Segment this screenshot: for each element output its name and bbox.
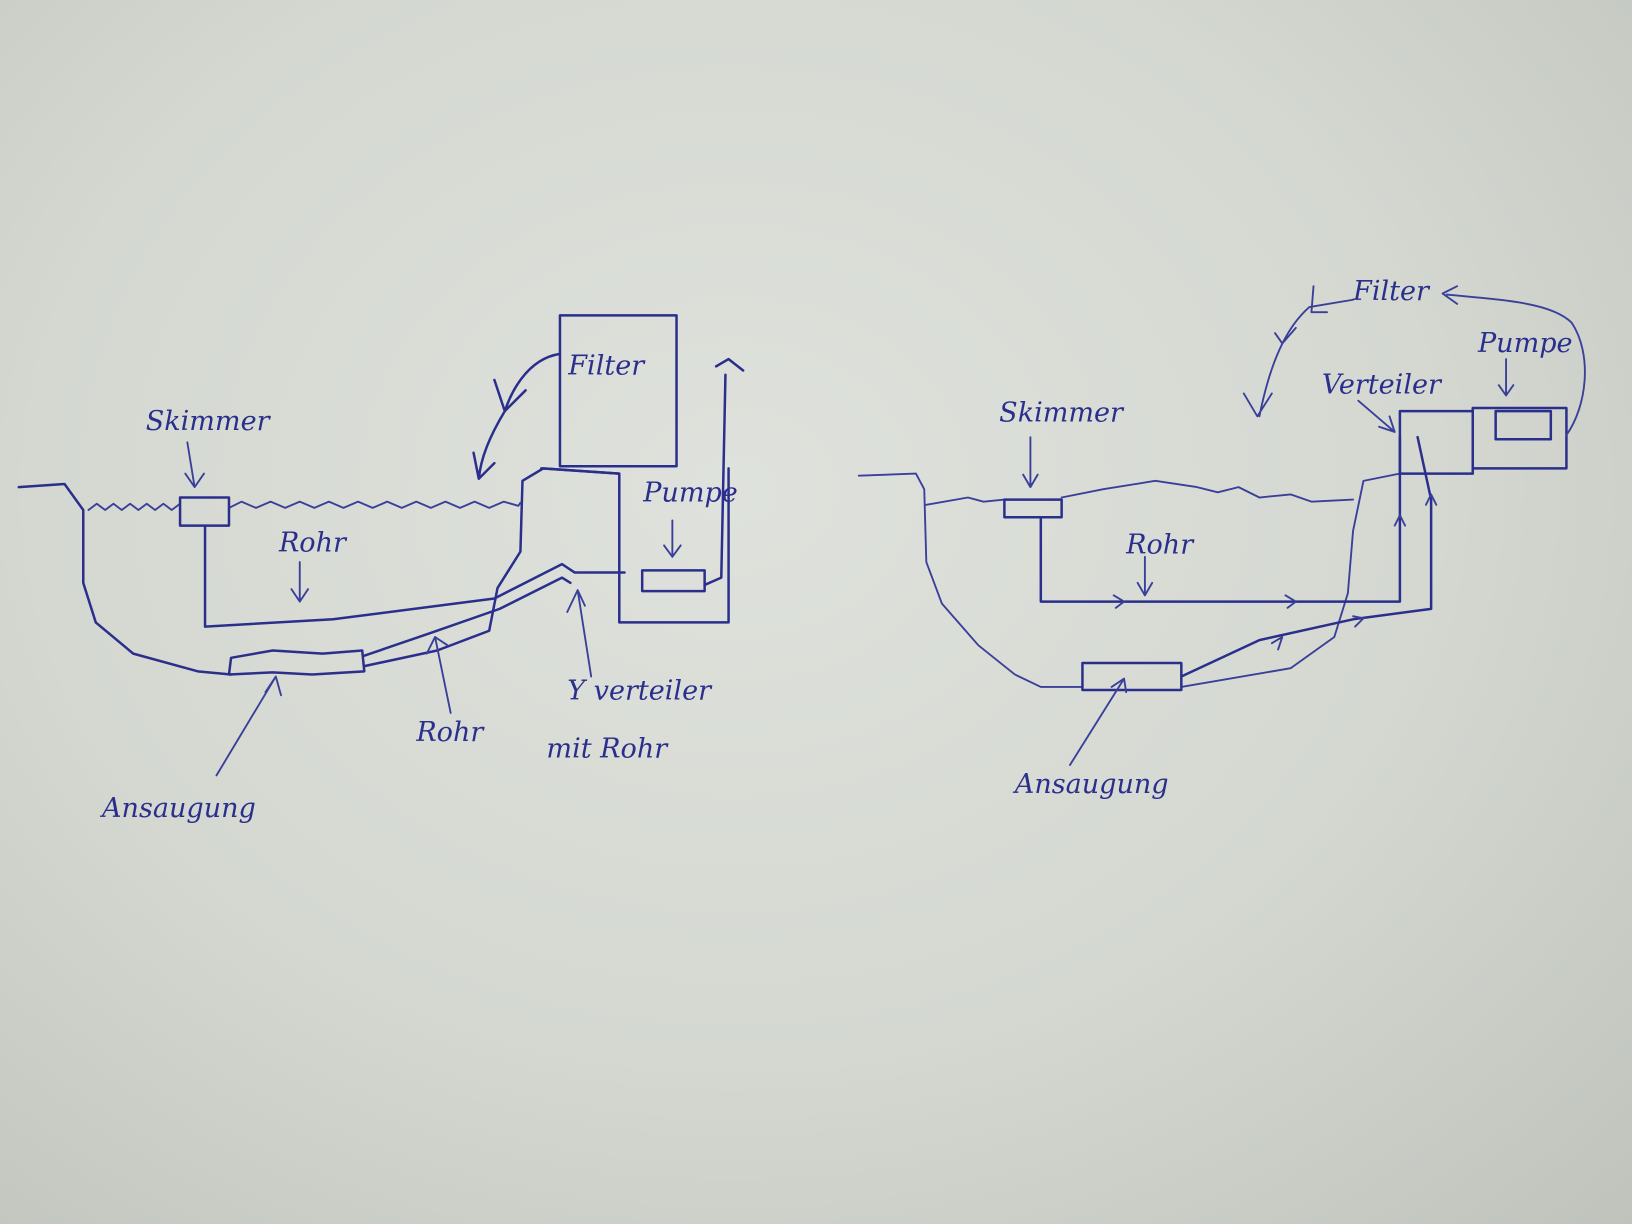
right-water-surface bbox=[925, 479, 1354, 506]
right-arrow-pumpe bbox=[1497, 358, 1515, 397]
left-skimmer-pipe bbox=[203, 524, 626, 628]
left-arrow-skimmer bbox=[184, 441, 205, 489]
right-pump-box bbox=[1494, 409, 1553, 441]
left-filter-outflow-arrow bbox=[472, 352, 562, 481]
right-suction-pipe bbox=[1180, 435, 1433, 678]
left-label-pumpe: Pumpe bbox=[642, 478, 738, 509]
right-pump-housing bbox=[1471, 406, 1568, 470]
left-pond-diagram: Skimmer Rohr Filter Pumpe Ansaugung Rohr… bbox=[17, 314, 745, 824]
left-label-y-verteiler: Y verteiler bbox=[567, 675, 713, 706]
right-label-filter: Filter bbox=[1352, 276, 1431, 307]
left-return-pipe bbox=[703, 357, 745, 587]
right-arrow-skimmer bbox=[1022, 436, 1039, 489]
right-verteiler-box bbox=[1398, 409, 1475, 475]
right-arrow-ansaugung bbox=[1069, 677, 1128, 766]
left-water-surface bbox=[87, 500, 522, 511]
right-return-pipe bbox=[1441, 285, 1586, 436]
right-flow-arrows bbox=[1112, 493, 1438, 651]
left-pump-box bbox=[640, 569, 706, 593]
left-arrow-pumpe bbox=[663, 519, 682, 558]
right-arrow-rohr bbox=[1136, 555, 1154, 597]
right-arrow-verteiler bbox=[1357, 399, 1396, 433]
left-label-filter: Filter bbox=[567, 351, 646, 382]
left-label-skimmer: Skimmer bbox=[146, 406, 272, 437]
right-pond-diagram: Skimmer Rohr Filter Pumpe Verteiler Ansa… bbox=[857, 276, 1586, 800]
right-ansaugung-box bbox=[1081, 661, 1183, 692]
right-label-verteiler: Verteiler bbox=[1322, 369, 1443, 400]
right-label-ansaugung: Ansaugung bbox=[1012, 769, 1169, 800]
left-label-mit-rohr: mit Rohr bbox=[546, 734, 669, 765]
right-skimmer-box bbox=[1003, 498, 1063, 519]
right-pond-outline bbox=[857, 472, 1474, 688]
left-pond-outline bbox=[17, 467, 621, 676]
left-label-rohr-top: Rohr bbox=[278, 528, 348, 559]
left-skimmer-box bbox=[178, 496, 231, 527]
left-arrow-rohr-bottom bbox=[425, 636, 452, 714]
left-pump-housing bbox=[539, 467, 730, 624]
left-suction-pipe bbox=[363, 576, 572, 657]
right-label-skimmer: Skimmer bbox=[999, 398, 1125, 429]
left-arrow-rohr bbox=[290, 561, 310, 603]
right-label-pumpe: Pumpe bbox=[1477, 328, 1573, 359]
left-arrow-y-verteiler bbox=[566, 589, 593, 678]
right-label-rohr: Rohr bbox=[1125, 530, 1195, 561]
right-skimmer-pipe bbox=[1039, 435, 1402, 603]
left-label-ansaugung: Ansaugung bbox=[99, 793, 256, 824]
left-ansaugung-shape bbox=[227, 649, 366, 676]
left-arrow-ansaugung bbox=[215, 675, 282, 777]
left-filter-box bbox=[558, 314, 678, 468]
right-filter-outflow-arrow bbox=[1242, 285, 1354, 418]
left-label-rohr-bottom: Rohr bbox=[415, 717, 485, 748]
